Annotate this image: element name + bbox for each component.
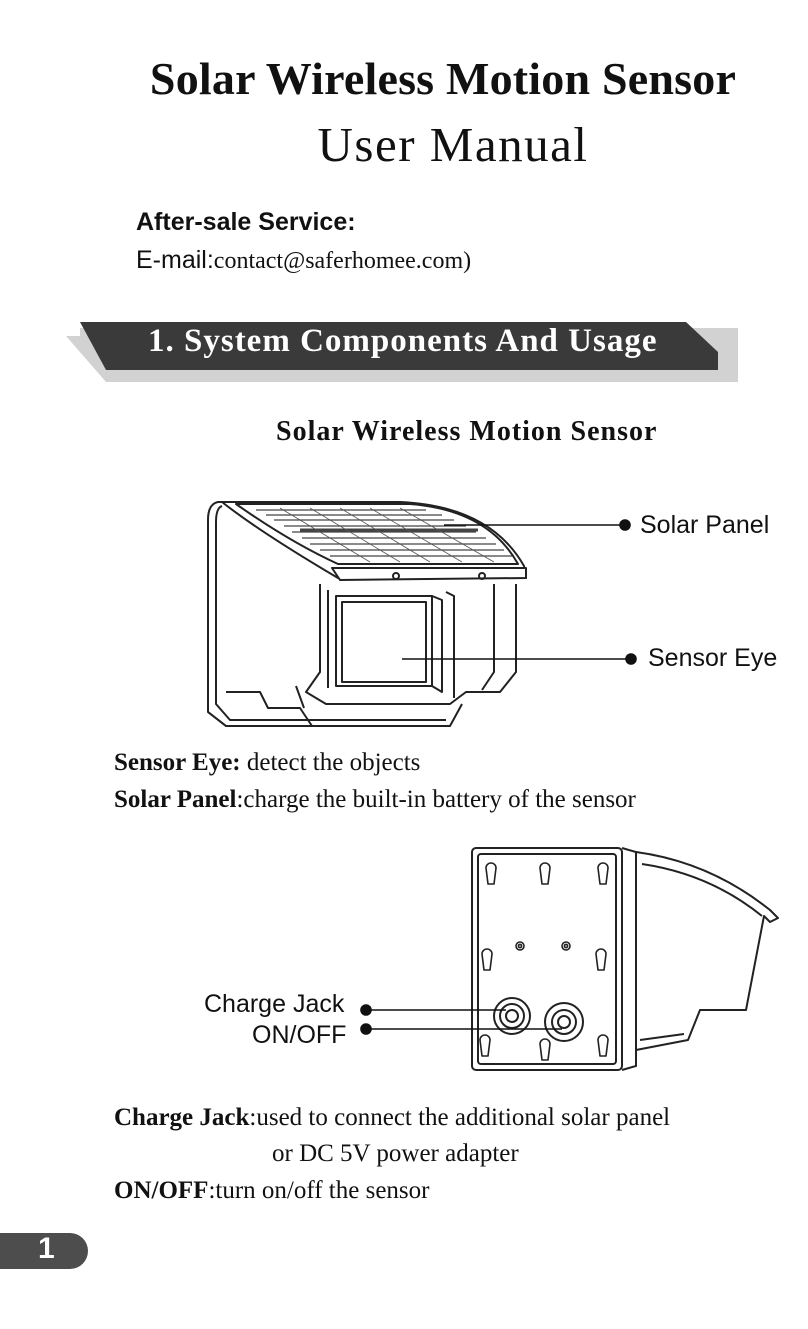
charge-jack-description: Charge Jack:used to connect the addition… bbox=[114, 1104, 670, 1132]
solar-panel-callout: Solar Panel bbox=[640, 511, 770, 539]
section-subheading: Solar Wireless Motion Sensor bbox=[276, 416, 658, 447]
banner-bar bbox=[80, 322, 718, 370]
solar-panel-text: :charge the built-in battery of the sens… bbox=[236, 786, 636, 813]
document-title: Solar Wireless Motion Sensor bbox=[149, 53, 737, 104]
email-line: E-mail:contact@saferhomee.com) bbox=[136, 246, 471, 275]
on-off-callout: ON/OFF bbox=[252, 1021, 347, 1049]
back-plate bbox=[471, 847, 637, 1071]
callout-lines bbox=[402, 519, 637, 665]
sensor-eye-description: Sensor Eye: detect the objects bbox=[114, 749, 420, 777]
solar-panel-drawing bbox=[235, 503, 527, 581]
sensor-eye-text: detect the objects bbox=[240, 749, 421, 776]
solar-panel-term: Solar Panel bbox=[114, 786, 237, 813]
back-callout-lines bbox=[360, 1004, 562, 1035]
page-number: 1 bbox=[38, 1232, 55, 1265]
sensor-eye-callout: Sensor Eye bbox=[648, 644, 778, 672]
sensor-back-diagram bbox=[360, 847, 779, 1071]
on-off-description: ON/OFF:turn on/off the sensor bbox=[114, 1177, 429, 1205]
on-off-term: ON/OFF bbox=[114, 1177, 209, 1204]
charge-jack-text: :used to connect the additional solar pa… bbox=[249, 1104, 671, 1131]
after-sale-heading: After-sale Service: bbox=[136, 208, 356, 236]
section-heading: 1. System Components And Usage bbox=[148, 323, 658, 359]
housing-side bbox=[635, 851, 779, 1051]
on-off-switch bbox=[544, 1002, 584, 1042]
charge-jack-callout: Charge Jack bbox=[204, 990, 345, 1018]
mounting-holes bbox=[479, 862, 609, 1061]
email-address[interactable]: contact@saferhomee.com) bbox=[213, 248, 472, 274]
charge-jack-text-continued: or DC 5V power adapter bbox=[272, 1140, 519, 1167]
charge-jack-port bbox=[493, 997, 531, 1035]
page-number-tab bbox=[0, 1233, 88, 1269]
on-off-text: :turn on/off the sensor bbox=[208, 1177, 430, 1204]
document-subtitle: User Manual bbox=[317, 117, 589, 172]
email-label: E-mail: bbox=[136, 246, 214, 274]
charge-jack-term: Charge Jack bbox=[114, 1104, 250, 1131]
sensor-eye-drawing bbox=[305, 584, 517, 705]
solar-panel-description: Solar Panel:charge the built-in battery … bbox=[114, 786, 636, 814]
sensor-front-diagram bbox=[207, 501, 637, 727]
sensor-eye-term: Sensor Eye: bbox=[114, 749, 241, 776]
section-banner bbox=[66, 322, 738, 382]
